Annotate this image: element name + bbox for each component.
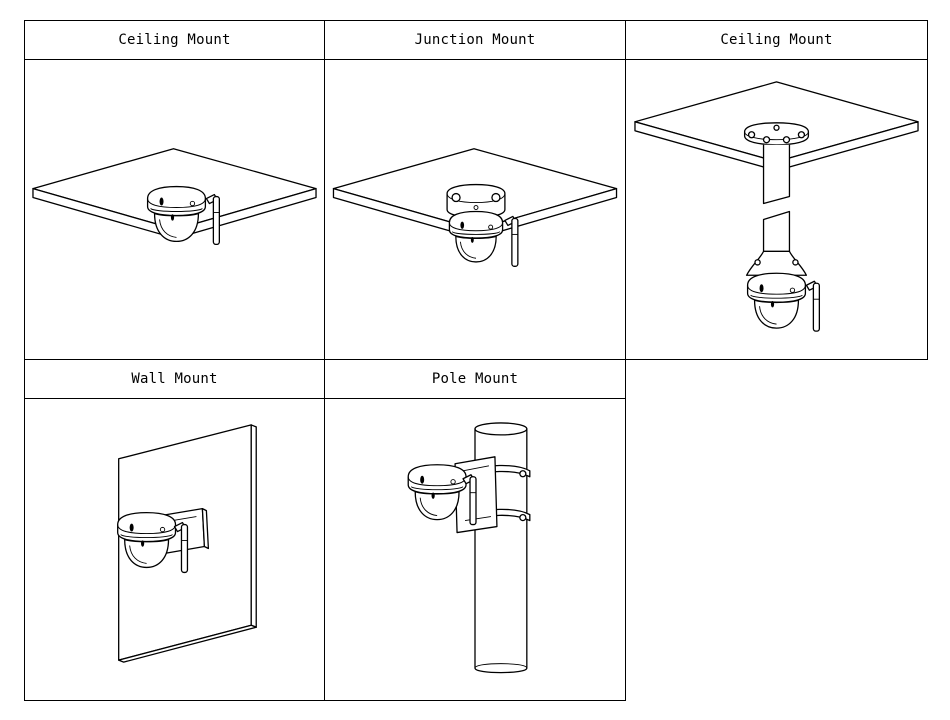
junction-box <box>447 185 505 218</box>
wall-mount-diagram <box>117 399 324 700</box>
pendant-adapter <box>747 251 807 275</box>
panel-illustration <box>325 399 625 700</box>
junction-mount-diagram <box>325 60 625 267</box>
panel-title: Ceiling Mount <box>25 21 324 60</box>
pole-mount-diagram <box>407 399 625 700</box>
panel-pole-mount: Pole Mount <box>324 359 626 701</box>
panel-illustration <box>25 60 324 359</box>
antenna <box>805 280 821 332</box>
panel-title: Junction Mount <box>325 21 625 60</box>
dome-camera <box>448 210 504 263</box>
dome-camera <box>746 272 807 329</box>
antenna <box>504 215 519 267</box>
panel-illustration <box>325 60 625 359</box>
panel-ceiling-mount-pendant: Ceiling Mount <box>625 20 928 360</box>
panel-wall-mount: Wall Mount <box>24 359 325 701</box>
panel-title: Pole Mount <box>325 360 625 399</box>
pendant-mount-diagram <box>626 60 927 332</box>
panel-title: Wall Mount <box>25 360 324 399</box>
ceiling-bracket <box>745 123 809 145</box>
panel-junction-mount: Junction Mount <box>324 20 626 360</box>
panel-title: Ceiling Mount <box>626 21 927 60</box>
panel-illustration <box>626 60 927 359</box>
panel-illustration <box>25 399 324 700</box>
ceiling-mount-diagram <box>25 60 324 246</box>
pendant-pipe <box>764 144 790 252</box>
panel-ceiling-mount: Ceiling Mount <box>24 20 325 360</box>
